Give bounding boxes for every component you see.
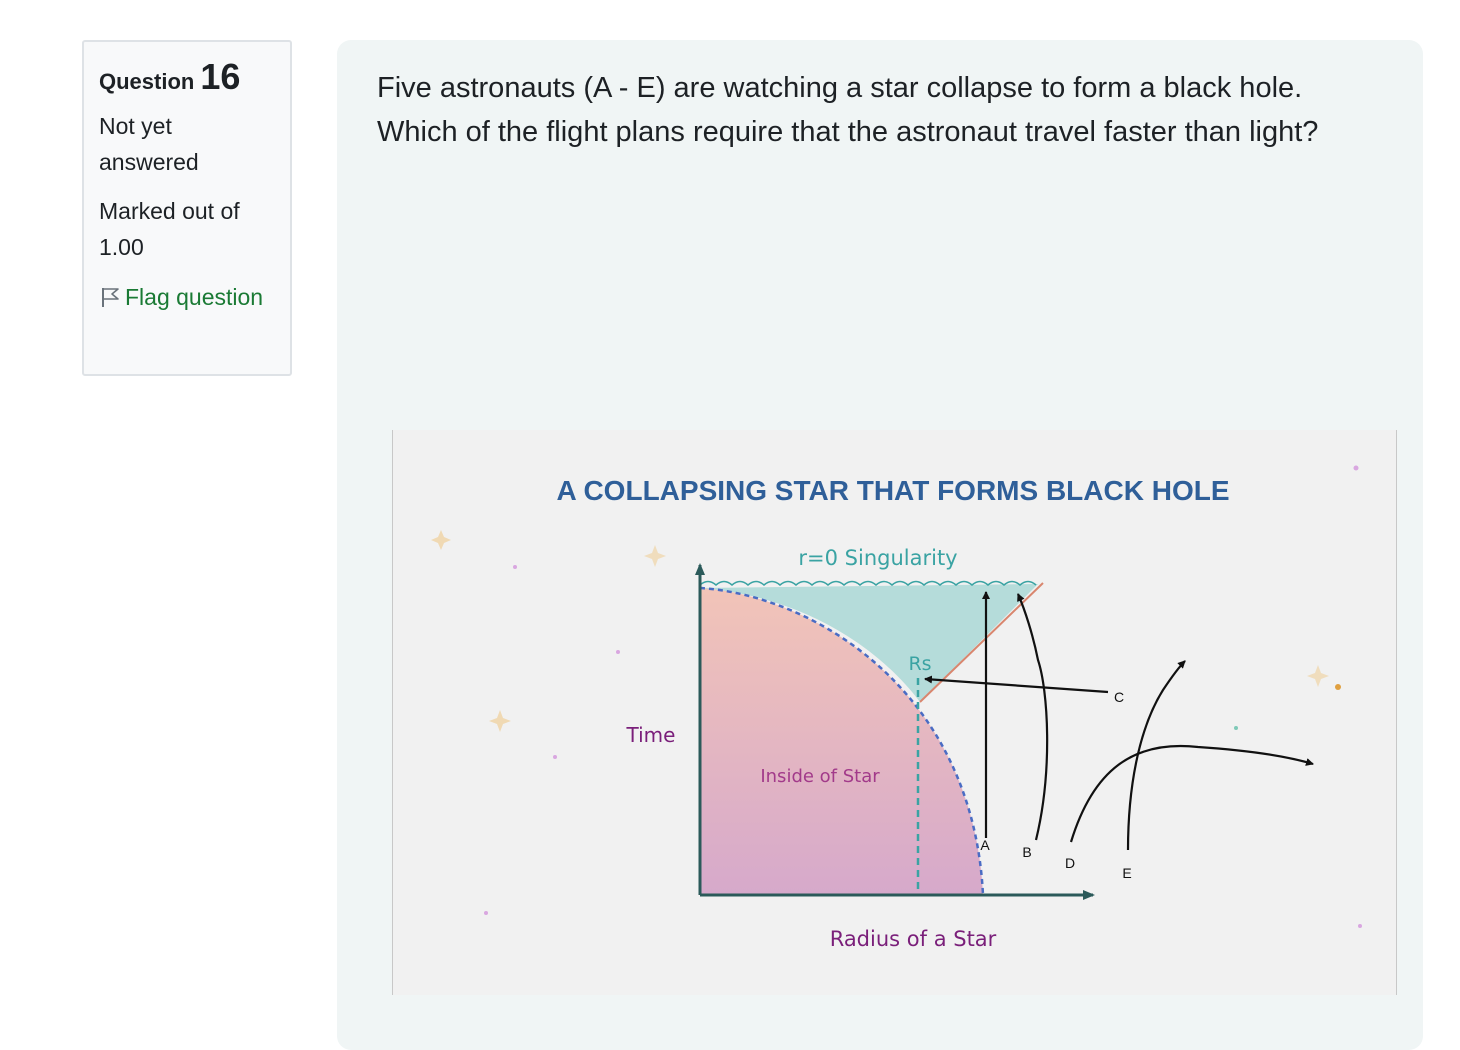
star-surface-boundary: [699, 586, 985, 896]
y-axis-label: Time: [626, 723, 676, 747]
question-info: Question 16 Not yet answered Marked out …: [82, 40, 292, 376]
path-b: [1016, 593, 1049, 841]
question-content: Five astronauts (A - E) are watching a s…: [337, 40, 1423, 1050]
singularity-line: [699, 580, 1037, 586]
collapsing-star-diagram: A COLLAPSING STAR THAT FORMS BLACK HOLE …: [392, 430, 1397, 995]
question-label: Question: [99, 69, 195, 94]
question-text: Five astronauts (A - E) are watching a s…: [377, 72, 1319, 148]
question-number: 16: [200, 56, 241, 97]
astronaut-label-d: D: [1065, 855, 1075, 871]
astronaut-label-e: E: [1122, 865, 1131, 881]
path-c: [924, 675, 1109, 694]
flag-question-label: Flag question: [125, 284, 264, 310]
sparkles-decoration: [431, 465, 1362, 928]
flag-icon: [99, 282, 121, 318]
question-grade: Marked out of 1.00: [99, 198, 240, 260]
black-hole-region: [700, 584, 1038, 702]
region-label: Inside of Star: [760, 766, 880, 787]
question-title: Question 16: [99, 56, 275, 98]
astronaut-label-c: C: [1114, 689, 1124, 705]
astronaut-label-b: B: [1022, 844, 1031, 860]
path-e: [1126, 660, 1186, 851]
star-interior-region: [700, 588, 983, 895]
singularity-label: r=0 Singularity: [798, 546, 957, 570]
astronaut-label-a: A: [980, 837, 990, 853]
diagram-title: A COLLAPSING STAR THAT FORMS BLACK HOLE: [557, 475, 1230, 506]
x-axis-label: Radius of a Star: [830, 927, 997, 951]
diagram-svg: A COLLAPSING STAR THAT FORMS BLACK HOLE …: [431, 465, 1362, 951]
rs-label: Rs: [908, 653, 931, 675]
question-state: Not yet answered: [99, 113, 199, 175]
path-d: [1069, 744, 1314, 843]
flag-question-link[interactable]: Flag question: [99, 279, 275, 318]
